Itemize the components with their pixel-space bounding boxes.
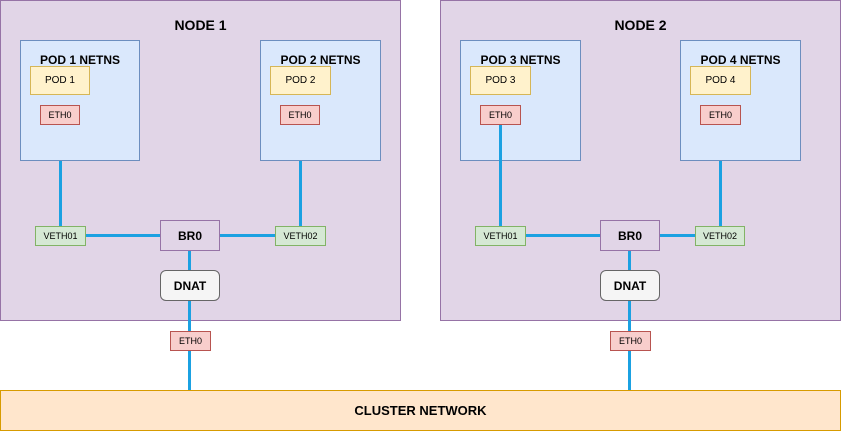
wire-pod2-veth: [299, 161, 302, 227]
netns-title: POD 1 NETNS: [39, 53, 120, 67]
br0-bridge: BR0: [600, 220, 660, 251]
wire-br0-dnat: [628, 250, 631, 271]
pod-2-netns: POD 2 NETNS: [260, 40, 381, 161]
wire-dnat-eth0: [188, 300, 191, 331]
node-title: NODE 1: [174, 17, 227, 33]
pod-1-eth0: ETH0: [40, 105, 80, 125]
pod-1: POD 1: [30, 66, 90, 95]
wire-dnat-eth0: [628, 300, 631, 331]
wire-pod1-veth: [59, 161, 62, 227]
veth02: VETH02: [275, 226, 326, 246]
netns-title: POD 2 NETNS: [280, 53, 361, 67]
wire-br0-veth02: [659, 234, 696, 237]
veth01: VETH01: [475, 226, 526, 246]
wire-eth0-cluster: [188, 350, 191, 390]
pod-4-netns: POD 4 NETNS: [680, 40, 801, 161]
node-2-eth0: ETH0: [610, 331, 651, 351]
veth01: VETH01: [35, 226, 86, 246]
pod-3: POD 3: [470, 66, 531, 95]
dnat: DNAT: [600, 270, 660, 301]
wire-br0-veth02: [219, 234, 276, 237]
pod-4-eth0: ETH0: [700, 105, 741, 125]
netns-title: POD 3 NETNS: [480, 53, 561, 67]
wire-veth01-br0: [85, 234, 161, 237]
br0-bridge: BR0: [160, 220, 220, 251]
node-1-eth0: ETH0: [170, 331, 211, 351]
wire-pod3-veth: [499, 125, 502, 227]
pod-2-eth0: ETH0: [280, 105, 320, 125]
veth02: VETH02: [695, 226, 745, 246]
pod-4: POD 4: [690, 66, 751, 95]
cluster-network: CLUSTER NETWORK: [0, 390, 841, 431]
wire-pod4-veth: [719, 161, 722, 227]
pod-1-netns: POD 1 NETNS: [20, 40, 140, 161]
netns-title: POD 4 NETNS: [700, 53, 781, 67]
pod-3-netns: POD 3 NETNS: [460, 40, 581, 161]
pod-3-eth0: ETH0: [480, 105, 521, 125]
wire-br0-dnat: [188, 250, 191, 271]
wire-veth01-br0: [525, 234, 601, 237]
pod-2: POD 2: [270, 66, 331, 95]
wire-eth0-cluster: [628, 350, 631, 390]
node-title: NODE 2: [614, 17, 667, 33]
dnat: DNAT: [160, 270, 220, 301]
